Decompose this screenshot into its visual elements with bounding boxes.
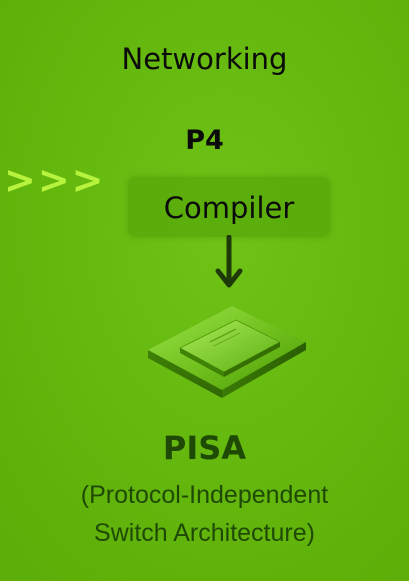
switch-chip-icon bbox=[148, 306, 306, 398]
compiler-box: Compiler bbox=[128, 177, 330, 237]
down-arrow-icon bbox=[215, 235, 243, 288]
pisa-description-line1: (Protocol-Independent bbox=[80, 481, 329, 509]
diagram-title: Networking bbox=[121, 42, 288, 76]
pisa-label: PISA bbox=[162, 429, 247, 467]
p4-label: P4 bbox=[185, 125, 224, 156]
pisa-description-line2: Switch Architecture) bbox=[94, 519, 315, 547]
chevrons-decoration: >>> bbox=[4, 158, 106, 202]
compiler-label: Compiler bbox=[163, 191, 295, 225]
